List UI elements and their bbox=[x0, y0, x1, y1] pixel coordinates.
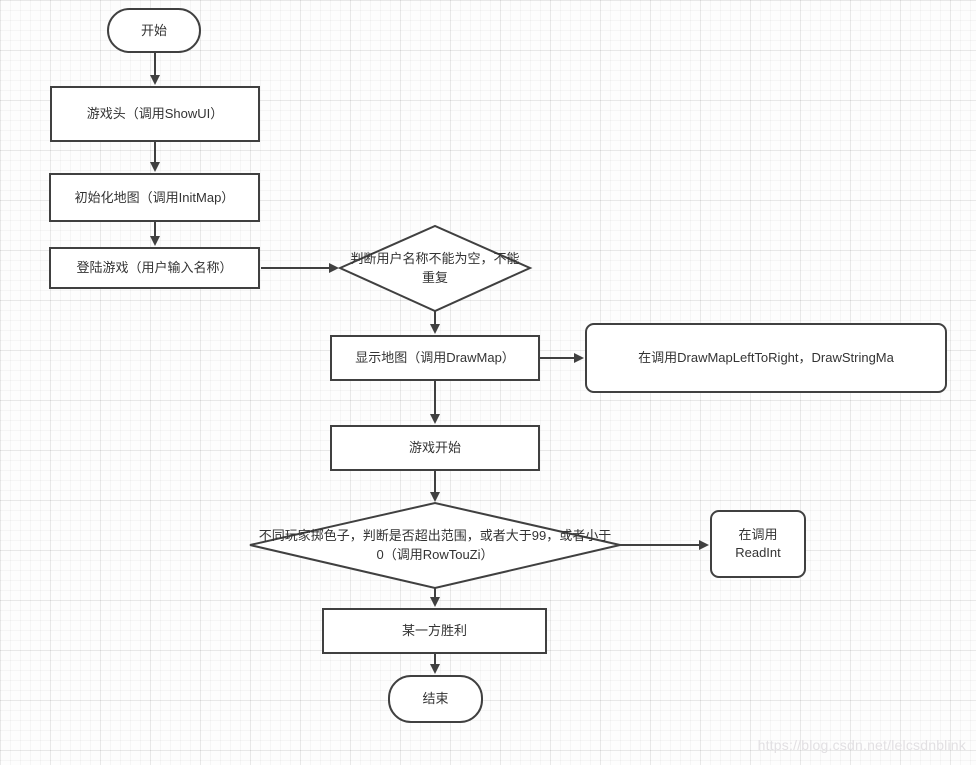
node-game-start-label: 游戏开始 bbox=[408, 440, 461, 456]
node-start: 开始 bbox=[107, 8, 201, 53]
node-end-label: 结束 bbox=[422, 691, 449, 707]
node-login: 登陆游戏（用户输入名称） bbox=[49, 247, 260, 289]
node-read-int-note: 在调用 ReadInt bbox=[710, 510, 806, 578]
node-init-map: 初始化地图（调用InitMap） bbox=[49, 173, 260, 222]
node-start-label: 开始 bbox=[140, 22, 167, 38]
csdn-watermark: https://blog.csdn.net/lelcsdnblink bbox=[757, 737, 966, 753]
node-game-start: 游戏开始 bbox=[330, 425, 540, 471]
decision-dice-check-shape bbox=[249, 501, 621, 590]
node-show-ui-label: 游戏头（调用ShowUI） bbox=[86, 106, 224, 122]
node-show-ui: 游戏头（调用ShowUI） bbox=[50, 86, 260, 142]
decision-check-name-shape bbox=[337, 224, 533, 313]
node-draw-map: 显示地图（调用DrawMap） bbox=[330, 335, 540, 381]
node-read-int-note-label: 在调用 ReadInt bbox=[735, 527, 781, 560]
node-end: 结束 bbox=[388, 675, 483, 723]
node-draw-map-note-label: 在调用DrawMapLeftToRight，DrawStringMa bbox=[638, 350, 894, 366]
node-win-label: 某一方胜利 bbox=[401, 623, 467, 639]
node-draw-map-label: 显示地图（调用DrawMap） bbox=[355, 350, 515, 366]
node-draw-map-note: 在调用DrawMapLeftToRight，DrawStringMa bbox=[585, 323, 947, 393]
node-login-label: 登陆游戏（用户输入名称） bbox=[76, 260, 233, 276]
node-win: 某一方胜利 bbox=[322, 608, 547, 654]
node-init-map-label: 初始化地图（调用InitMap） bbox=[74, 189, 235, 205]
